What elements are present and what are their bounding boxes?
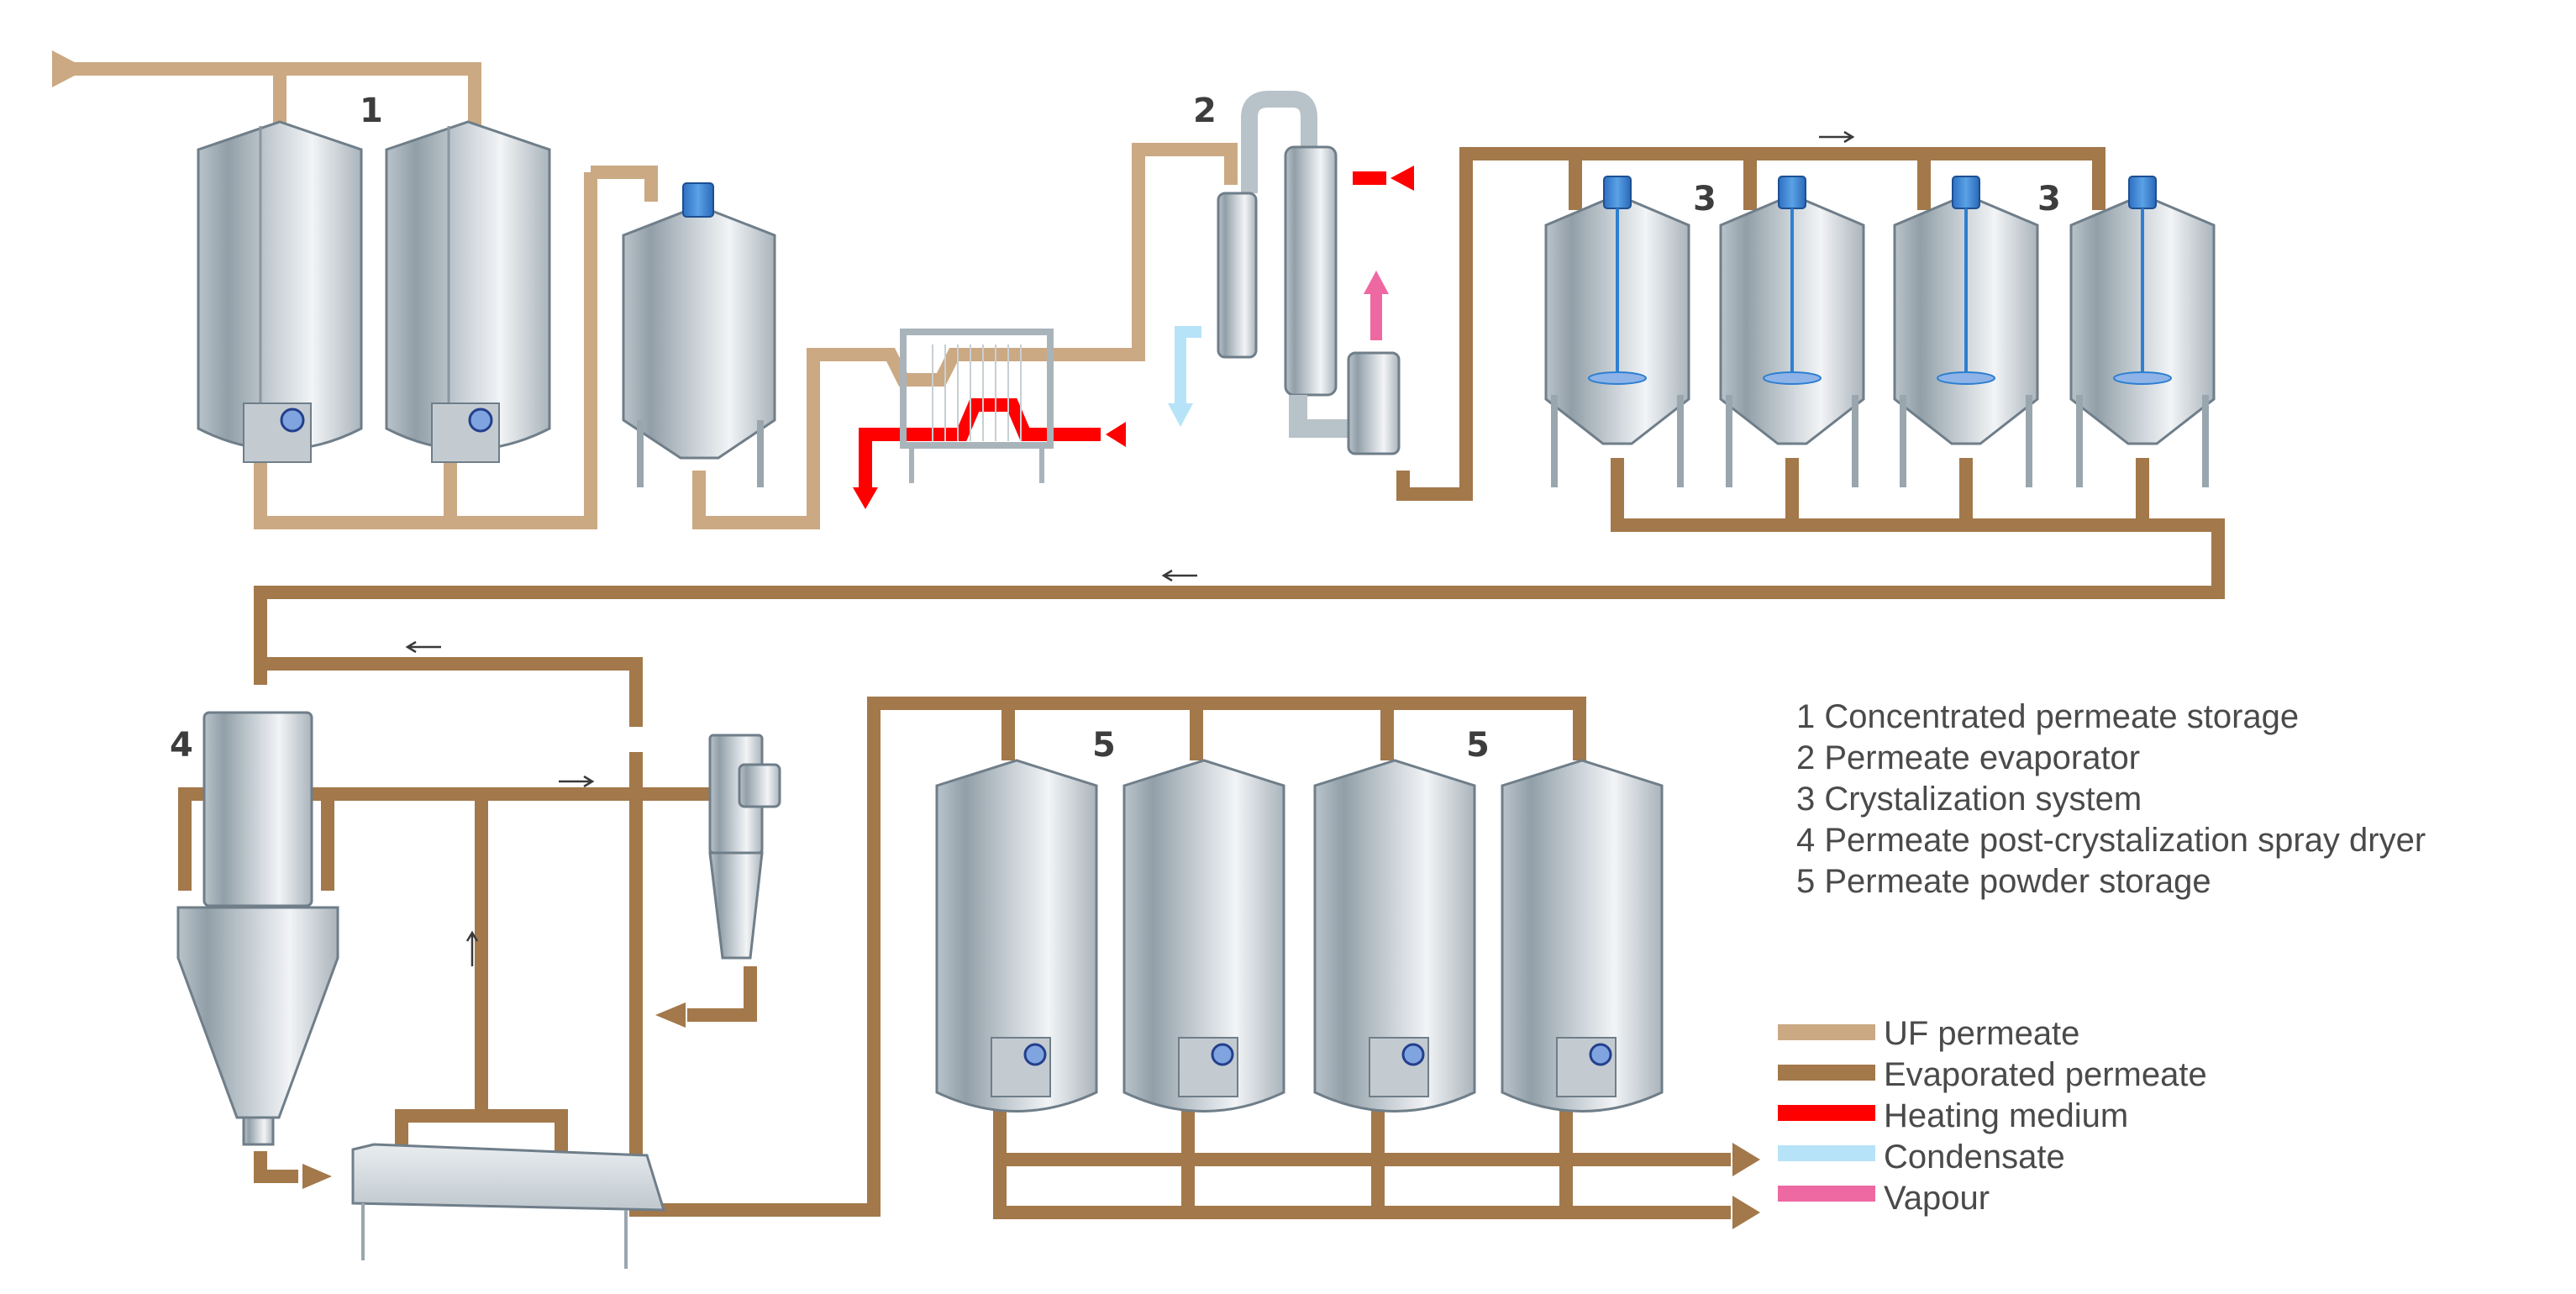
manhole-valve-icon [280,408,305,433]
key-item-3: 3 Crystalization system [1796,781,2142,818]
impeller-icon [1763,371,1822,385]
dryer-to-bed-arrow-icon [302,1164,332,1189]
uf-bottom-return [254,172,597,529]
cyclone-separator[interactable] [708,734,781,960]
cyclone-return-arrow-icon [655,1002,686,1028]
uf-buffer-to-phe [692,143,1238,529]
crystallization-system[interactable] [1544,176,2216,487]
uf-permeate-pipes [59,62,1238,529]
equipment-label-2: 2 [1193,92,1217,130]
crystallizer-tank[interactable] [2069,176,2216,487]
uf-to-buffer-tank [591,166,658,202]
flow-arrow-up-icon [465,930,479,966]
crystallizer-bottom-header [254,458,2225,685]
fluid-bed-manifold [395,1109,568,1151]
impeller-icon [1588,371,1647,385]
equipment-label-1: 1 [360,92,383,130]
dryer-outlet [254,1151,298,1183]
storage-tank[interactable] [197,120,363,463]
key-item-2: 2 Permeate evaporator [1796,739,2140,776]
flow-arrow-right-icon [1819,130,1855,144]
flow-arrow-left-icon [1161,569,1197,582]
storage-tank[interactable] [385,120,551,463]
vapour-arrow-icon [1364,271,1389,294]
flow-arrow-left-icon [405,640,441,654]
dryer-recirc-lower [629,752,655,1217]
condensate-pipe [1175,326,1201,403]
cyclone-return [687,966,757,1022]
legend-label-uf-permeate: UF permeate [1884,1015,2079,1052]
legend-swatch-vapour [1778,1186,1875,1202]
permeate-evaporator[interactable] [1217,91,1401,455]
agitator-motor-icon [682,182,714,218]
spray-dryer[interactable] [176,711,339,1146]
concentrated-permeate-storage[interactable] [197,120,551,463]
key-item-4: 4 Permeate post-crystalization spray dry… [1796,822,2426,859]
manhole-valve-icon [1023,1043,1047,1066]
dryer-recirc-loop [254,657,643,727]
plate-heat-exchanger[interactable] [900,329,1054,483]
manhole-valve-icon [1401,1043,1425,1066]
flow-arrow-right-icon [559,775,595,788]
legend-swatch-condensate [1778,1145,1875,1161]
crystallizer-tank[interactable] [1719,176,1865,487]
impeller-icon [1937,371,1995,385]
legend-swatch-evaporated-permeate [1778,1065,1875,1081]
evaporated-permeate-pipes [178,147,2225,1219]
legend-swatch-uf-permeate [1778,1024,1875,1040]
manhole-valve-icon [1211,1043,1234,1066]
heating-in-arrow-icon [1106,422,1126,447]
agitator-motor-icon [2128,176,2157,209]
equipment-key: 1 Concentrated permeate storage 2 Permea… [1796,698,2426,900]
agitator-motor-icon [1603,176,1632,209]
equipment-label-5b: 5 [1466,726,1490,765]
evap-to-crystallizer-header [1396,147,2105,501]
legend-swatch-heating-medium [1778,1105,1875,1121]
heating-return-arrow-icon [853,487,878,509]
powder-silo[interactable] [1122,759,1285,1113]
heating-medium-pipes [859,171,1386,487]
inlet-arrow-icon [52,50,87,87]
dryer-air-header [178,787,723,891]
legend-label-evaporated-permeate: Evaporated permeate [1884,1056,2207,1093]
equipment-label-3a: 3 [1693,180,1716,218]
impeller-icon [2113,371,2172,385]
buffer-tank[interactable] [622,182,776,487]
heating-phe-loop [859,398,1101,487]
outlet-arrow-2-icon [1732,1196,1760,1229]
crystallizer-tank[interactable] [1893,176,2039,487]
key-item-1: 1 Concentrated permeate storage [1796,698,2299,735]
crystallizer-tank[interactable] [1544,176,1690,487]
equipment-label-5a: 5 [1092,726,1116,765]
powder-silo[interactable] [935,759,1098,1113]
legend: UF permeate Evaporated permeate Heating … [1778,1015,2207,1217]
uf-inlet-header [59,62,481,126]
condensate-arrow-icon [1168,403,1193,427]
to-powder-storage [655,697,1586,1217]
equipment-label-3b: 3 [2037,180,2061,218]
powder-silo[interactable] [1501,759,1664,1113]
agitator-motor-icon [1952,176,1980,209]
legend-label-condensate: Condensate [1884,1139,2065,1176]
outlet-arrow-1-icon [1732,1143,1760,1176]
heating-evap-arrow-icon [1391,166,1414,191]
fluid-bed-dryer[interactable] [351,1143,666,1269]
legend-label-heating-medium: Heating medium [1884,1097,2128,1134]
manhole-valve-icon [468,408,493,433]
permeate-powder-storage[interactable] [935,759,1664,1113]
legend-label-vapour: Vapour [1884,1180,1990,1217]
key-item-5: 5 Permeate powder storage [1796,863,2211,900]
flow-direction-arrows [405,130,1855,966]
agitator-motor-icon [1778,176,1806,209]
powder-out-line-1 [993,1063,1731,1219]
manhole-valve-icon [1589,1043,1612,1066]
equipment-label-4: 4 [170,726,193,765]
powder-silo[interactable] [1313,759,1476,1113]
